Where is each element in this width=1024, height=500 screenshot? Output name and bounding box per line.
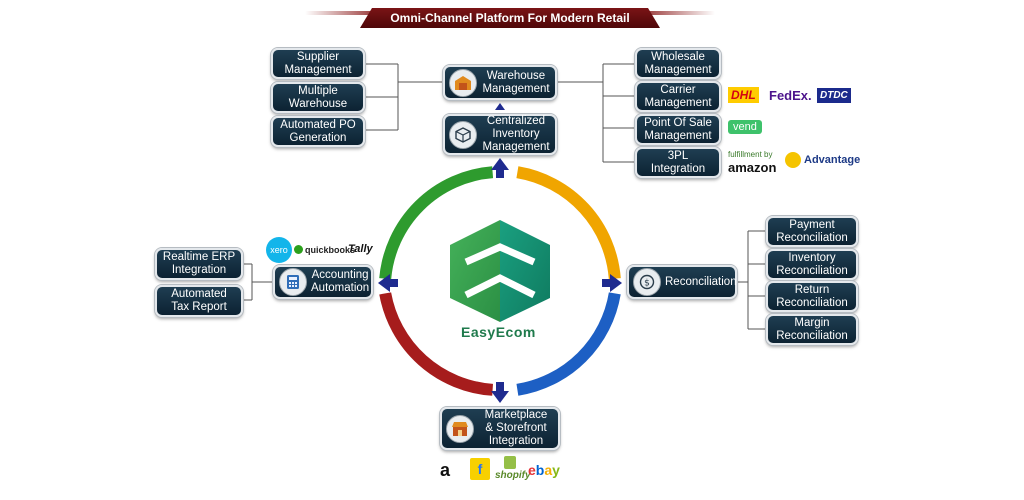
accounting-automation-node[interactable]: Accounting Automation [273,265,373,299]
advantage-logo: Advantage [804,154,861,166]
advantage-badge-icon [785,152,801,168]
arrow-left-icon [378,274,390,292]
automated-tax-report-node[interactable]: Automated Tax Report [155,285,243,317]
tally-logo: Tally [348,243,373,255]
wholesale-management-label: Wholesale Management [644,50,712,76]
arrow-up-icon [491,158,509,170]
dhl-logo: DHL [728,87,759,103]
arrow-small-up-icon [495,103,505,110]
marketplace-storefront-label: Marketplace & Storefront Integration [484,409,548,447]
quickbooks-badge-icon [294,245,303,254]
carrier-management-node[interactable]: Carrier Management [635,81,721,112]
dtdc-logo: DTDC [817,88,851,103]
3pl-integration-label: 3PL Integration [650,149,706,175]
warehouse-management-label: Warehouse Management [482,69,550,95]
bracket-top-right [557,63,635,163]
amazon-logo: amazon [728,160,777,175]
bracket-right [737,230,766,330]
multiple-warehouse-node[interactable]: Multiple Warehouse [271,82,365,113]
return-reconciliation-node[interactable]: Return Reconciliation [766,281,858,312]
easyecom-brand: EasyEcom [461,324,536,340]
arrow-right-shaft [602,279,611,287]
warehouse-icon [449,68,477,97]
realtime-erp-integration-label: Realtime ERP Integration [162,251,236,276]
fulfillment-by-text: fulfillment by [728,150,773,159]
reconciliation-node[interactable]: $ Reconciliation [627,265,737,299]
return-reconciliation-label: Return Reconciliation [776,283,848,309]
marketplace-storefront-node[interactable]: Marketplace & Storefront Integration [440,407,560,450]
vend-logo: vend [728,120,762,134]
ring-segment-yellow [516,166,621,280]
flipkart-logo: f [470,458,490,480]
storefront-icon [446,414,474,443]
fedex-text: FedEx. [769,88,812,103]
supplier-management-node[interactable]: Supplier Management [271,48,365,79]
arrow-down-icon [491,391,509,403]
xero-logo: xero [266,237,292,263]
point-of-sale-management-node[interactable]: Point Of Sale Management [635,114,721,145]
reconciliation-label: Reconciliation [665,275,737,288]
dollar-coin-icon: $ [633,268,661,296]
warehouse-management-node[interactable]: Warehouse Management [443,65,557,100]
inventory-reconciliation-label: Inventory Reconciliation [776,251,848,277]
fedex-logo: FedEx. [769,88,812,103]
page-title-text: Omni-Channel Platform For Modern Retail [390,11,630,25]
arrow-up-shaft [496,169,504,178]
automated-po-generation-node[interactable]: Automated PO Generation [271,116,365,147]
wholesale-management-node[interactable]: Wholesale Management [635,48,721,79]
inventory-reconciliation-node[interactable]: Inventory Reconciliation [766,249,858,280]
margin-reconciliation-node[interactable]: Margin Reconciliation [766,314,858,345]
supplier-management-label: Supplier Management [284,50,352,76]
margin-reconciliation-label: Margin Reconciliation [776,316,848,342]
payment-reconciliation-node[interactable]: Payment Reconciliation [766,216,858,247]
quickbooks-logo: quickbooks [305,245,356,255]
centralized-inventory-label: Centralized Inventory Management [482,115,550,153]
arrow-left-shaft [389,279,398,287]
arrow-down-shaft [496,382,504,392]
centralized-inventory-node[interactable]: Centralized Inventory Management [443,114,557,155]
automated-tax-report-label: Automated Tax Report [171,288,227,313]
realtime-erp-integration-node[interactable]: Realtime ERP Integration [155,248,243,280]
svg-text:$: $ [644,279,650,289]
calculator-icon [279,268,307,296]
carrier-management-label: Carrier Management [644,83,712,109]
ring-segment-red [379,292,494,396]
automated-po-generation-label: Automated PO Generation [280,118,356,144]
point-of-sale-management-label: Point Of Sale Management [644,116,712,142]
3pl-integration-node[interactable]: 3PL Integration [635,147,721,178]
ebay-logo: ebay [528,462,560,478]
arrow-right-icon [610,274,622,292]
bracket-top-left [365,63,443,131]
amazon-a-logo: a [440,460,451,480]
accounting-automation-label: Accounting Automation [311,269,370,294]
payment-reconciliation-label: Payment Reconciliation [776,218,848,244]
multiple-warehouse-label: Multiple Warehouse [288,84,348,110]
shopify-logo: shopify [495,470,531,481]
ring-segment-green [379,166,494,280]
easyecom-logo-icon [450,220,550,322]
shopify-bag-icon [504,456,516,469]
cube-icon [449,120,477,149]
page-title: Omni-Channel Platform For Modern Retail [360,8,660,28]
ring-segment-blue [516,292,621,396]
bracket-left [243,263,273,301]
